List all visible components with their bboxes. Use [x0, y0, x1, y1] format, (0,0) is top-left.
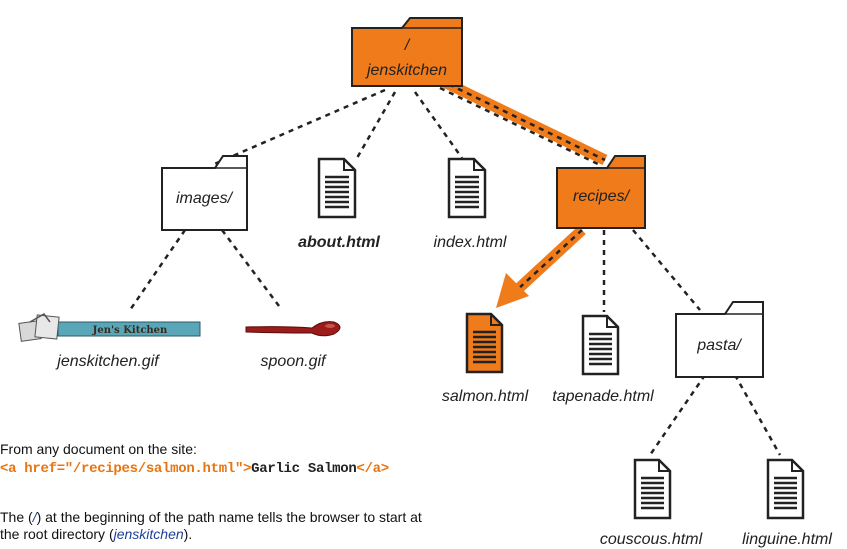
connector-images-gif	[128, 229, 187, 311]
recipes-folder-label: recipes/	[573, 188, 631, 205]
code-open-tag: <a href="/recipes/salmon.html">	[0, 461, 252, 477]
spoon-gif-label: spoon.gif	[261, 353, 327, 370]
index-document-label: index.html	[434, 234, 507, 251]
note-mid: ) at the beginning of the path name tell…	[36, 509, 422, 525]
connector-images-spoon	[221, 229, 283, 311]
note-root-dir: jenskitchen	[113, 526, 184, 542]
about-document-icon	[317, 157, 357, 219]
caption-intro: From any document on the site:	[0, 441, 197, 457]
salmon-document-icon	[465, 312, 504, 374]
code-close-tag: </a>	[356, 461, 389, 477]
tapenade-document-label: tapenade.html	[552, 388, 654, 405]
code-link-text: Garlic Salmon	[251, 461, 357, 477]
images-folder-label: images/	[176, 190, 234, 207]
jenskitchen-logo-image: Jen's Kitchen	[18, 313, 201, 342]
highlight-arrowhead	[496, 273, 529, 308]
about-document-label: about.html	[298, 234, 380, 251]
connector-root-images	[211, 88, 386, 167]
couscous-document-label: couscous.html	[600, 531, 703, 548]
tree-connectors	[128, 86, 782, 456]
pasta-folder-label: pasta/	[696, 337, 742, 354]
highlight-path	[437, 75, 608, 308]
note-line2-before: the root directory (	[0, 526, 114, 542]
connector-root-index	[413, 91, 464, 159]
root-folder-name: jenskitchen	[365, 62, 447, 79]
caption-note: The (/) at the beginning of the path nam…	[0, 509, 560, 543]
note-before: The (	[0, 509, 33, 525]
root-folder-icon	[351, 17, 463, 87]
recipes-folder-icon	[556, 155, 646, 229]
code-example: <a href="/recipes/salmon.html">Garlic Sa…	[0, 461, 389, 477]
spoon-image	[245, 321, 341, 337]
note-after: ).	[183, 526, 193, 542]
couscous-document-icon	[633, 458, 672, 520]
index-document-icon	[447, 157, 487, 219]
connector-pasta-linguine	[733, 374, 782, 456]
jenskitchen-logo-text: Jen's Kitchen	[92, 325, 168, 336]
root-folder-slash: /	[404, 37, 411, 54]
highlight-dash-recipes-salmon	[516, 229, 583, 291]
connector-recipes-pasta	[632, 229, 701, 311]
images-folder-icon	[161, 155, 248, 231]
connector-root-about	[355, 91, 397, 159]
tapenade-document-icon	[581, 314, 620, 376]
linguine-document-label: linguine.html	[742, 531, 832, 548]
pasta-folder-icon	[675, 301, 764, 378]
salmon-document-label: salmon.html	[442, 388, 529, 405]
jenskitchen-gif-label: jenskitchen.gif	[55, 353, 160, 370]
linguine-document-icon	[766, 458, 805, 520]
connector-root-recipes	[439, 86, 601, 167]
highlight-dash-root-recipes	[439, 78, 606, 162]
connector-pasta-couscous	[648, 374, 707, 456]
note-slash: /	[32, 509, 37, 525]
